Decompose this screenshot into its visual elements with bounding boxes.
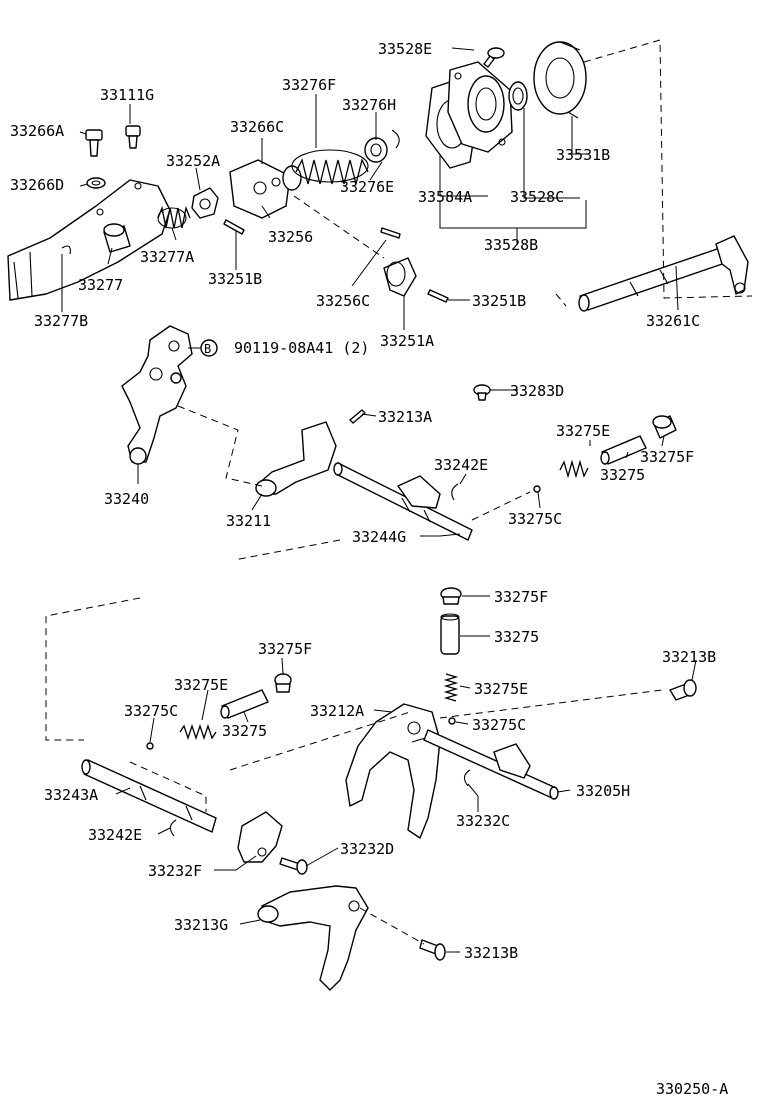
shift-rail-33244G xyxy=(255,384,491,541)
label-33266D: 33266D xyxy=(10,176,64,194)
leader-lines xyxy=(61,47,697,953)
label-33275E-lower: 33275E xyxy=(474,680,528,698)
label-33276E: 33276E xyxy=(340,178,394,196)
label-33275C-lower: 33275C xyxy=(472,716,526,734)
lever-33240 xyxy=(121,325,193,465)
label-33275F-right: 33275F xyxy=(640,448,694,466)
bearing-retainer-group xyxy=(425,41,587,169)
label-33528E: 33528E xyxy=(378,40,432,58)
label-33251A: 33251A xyxy=(380,332,434,350)
label-33240: 33240 xyxy=(104,490,149,508)
label-33252A: 33252A xyxy=(166,152,220,170)
label-33275F-left: 33275F xyxy=(258,640,312,658)
label-90119-08A41: 90119-08A41 (2) xyxy=(234,339,369,357)
label-33275F-lower: 33275F xyxy=(494,588,548,606)
label-33211: 33211 xyxy=(226,512,271,530)
label-33213G: 33213G xyxy=(174,916,228,934)
label-33213B-lower: 33213B xyxy=(464,944,518,962)
label-33275-lower: 33275 xyxy=(494,628,539,646)
label-33232C: 33232C xyxy=(456,812,510,830)
label-33584A: 33584A xyxy=(418,188,472,206)
label-33266A: 33266A xyxy=(10,122,64,140)
label-33277: 33277 xyxy=(78,276,123,294)
label-33242E-upper: 33242E xyxy=(434,456,488,474)
label-33242E-lower: 33242E xyxy=(88,826,142,844)
label-33275-left: 33275 xyxy=(222,722,267,740)
label-33275C-left: 33275C xyxy=(124,702,178,720)
label-33256: 33256 xyxy=(268,228,313,246)
label-33251B-upper: 33251B xyxy=(208,270,262,288)
label-33266C: 33266C xyxy=(230,118,284,136)
phantom-lines xyxy=(45,39,753,945)
label-33213A: 33213A xyxy=(378,408,432,426)
label-33251B-right: 33251B xyxy=(472,292,526,310)
lower-left-group xyxy=(81,673,446,991)
label-33528B: 33528B xyxy=(484,236,538,254)
label-33256C: 33256C xyxy=(316,292,370,310)
label-33232D: 33232D xyxy=(340,840,394,858)
label-33531B: 33531B xyxy=(556,146,610,164)
label-33275C-right: 33275C xyxy=(508,510,562,528)
label-33213B-upper: 33213B xyxy=(662,648,716,666)
detent-parts-right xyxy=(533,415,677,493)
label-33277A: 33277A xyxy=(140,248,194,266)
label-33276F: 33276F xyxy=(282,76,336,94)
part-drawings xyxy=(7,41,749,991)
label-33277B: 33277B xyxy=(34,312,88,330)
bolt-marker: B xyxy=(200,339,218,357)
label-33275-right: 33275 xyxy=(600,466,645,484)
label-33243A: 33243A xyxy=(44,786,98,804)
shaft-33261C xyxy=(578,235,749,312)
label-33261C: 33261C xyxy=(646,312,700,330)
label-33212A: 33212A xyxy=(310,702,364,720)
label-33111G: 33111G xyxy=(100,86,154,104)
figure-code: 330250-A xyxy=(656,1080,728,1098)
label-33528C: 33528C xyxy=(510,188,564,206)
shift-housing-group xyxy=(7,125,449,303)
lower-right-group xyxy=(345,587,697,839)
label-33205H: 33205H xyxy=(576,782,630,800)
label-33232F: 33232F xyxy=(148,862,202,880)
label-33244G: 33244G xyxy=(352,528,406,546)
label-33276H: 33276H xyxy=(342,96,396,114)
label-33275E-right: 33275E xyxy=(556,422,610,440)
label-33283D: 33283D xyxy=(510,382,564,400)
label-33275E-left: 33275E xyxy=(174,676,228,694)
bolt-marker-letter: B xyxy=(204,342,211,356)
part-labels: 33528E 33531B 33584A 33528C 33528B 33276… xyxy=(10,40,716,962)
